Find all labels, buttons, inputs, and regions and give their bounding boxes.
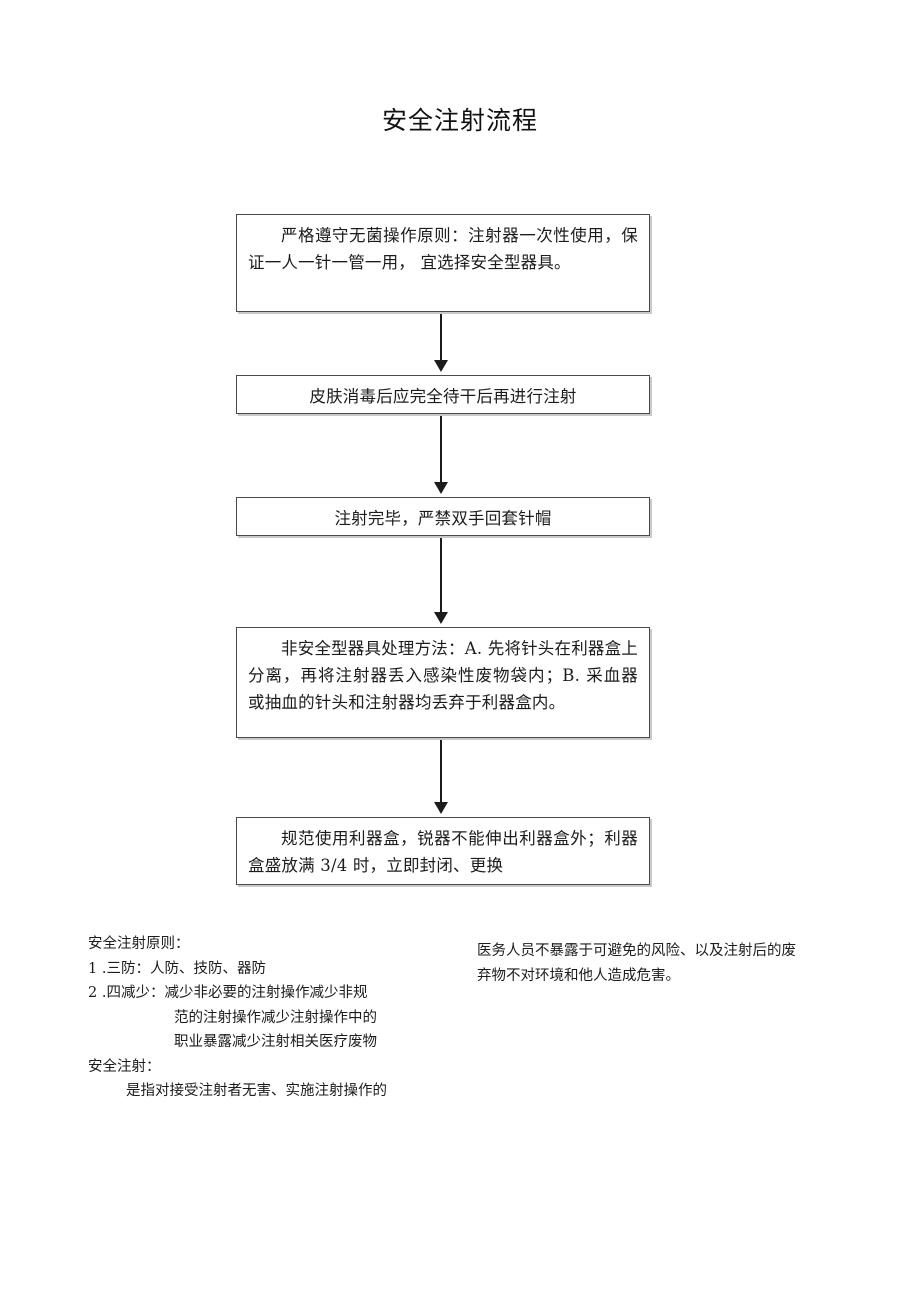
notes-principles-heading: 安全注射原则：: [88, 936, 190, 952]
flowchart-step-1-text: 严格遵守无菌操作原则：注射器一次性使用，保证一人一针一管一用， 宜选择安全型器具…: [248, 226, 638, 272]
page-title: 安全注射流程: [381, 106, 538, 135]
flow-arrow-2-to-3: [440, 416, 442, 483]
flow-arrow-3-to-4: [440, 538, 442, 613]
flowchart-step-2-text: 皮肤消毒后应完全待干后再进行注射: [309, 387, 577, 406]
flowchart-step-5: 规范使用利器盒，锐器不能伸出利器盒外；利器盒盛放满 3/4 时，立即封闭、更换: [236, 817, 650, 885]
footer-notes: 安全注射原则： 1 .三防：人防、技防、器防 2 .四减少：减少非必要的注射操作…: [0, 932, 920, 1132]
flowchart-step-2: 皮肤消毒后应完全待干后再进行注射: [236, 375, 650, 414]
notes-principle-item-2-continuation-1: 范的注射操作减少注射操作中的: [174, 1009, 377, 1026]
notes-right-column: 医务人员不暴露于可避免的风险、以及注射后的废弃物不对环境和他人造成危害。: [477, 939, 802, 988]
flowchart-step-3-text: 注射完毕，严禁双手回套针帽: [334, 509, 552, 528]
notes-principle-item-2-continuation-2: 职业暴露减少注射相关医疗废物: [174, 1034, 377, 1050]
notes-definition-continuation: 医务人员不暴露于可避免的风险、以及注射后的废弃物不对环境和他人造成危害。: [477, 943, 796, 984]
notes-principle-item-1: 1 .三防：人防、技防、器防: [88, 960, 266, 977]
notes-left-column: 安全注射原则： 1 .三防：人防、技防、器防 2 .四减少：减少非必要的注射操作…: [88, 932, 438, 1104]
notes-principle-item-2: 2 .四减少：减少非必要的注射操作减少非规: [88, 985, 368, 1001]
flowchart-step-5-text: 规范使用利器盒，锐器不能伸出利器盒外；利器盒盛放满 3/4 时，立即封闭、更换: [248, 829, 638, 875]
flowchart-step-4-text: 非安全型器具处理方法：A. 先将针头在利器盒上分离，再将注射器丢入感染性废物袋内…: [248, 639, 639, 712]
flowchart-step-4: 非安全型器具处理方法：A. 先将针头在利器盒上分离，再将注射器丢入感染性废物袋内…: [236, 627, 650, 738]
flow-arrow-4-to-5: [440, 740, 442, 803]
flowchart-step-3: 注射完毕，严禁双手回套针帽: [236, 497, 650, 536]
notes-definition-line: 是指对接受注射者无害、实施注射操作的: [126, 1083, 387, 1099]
flow-arrow-1-to-2: [440, 314, 442, 361]
flowchart-step-1: 严格遵守无菌操作原则：注射器一次性使用，保证一人一针一管一用， 宜选择安全型器具…: [236, 214, 650, 312]
notes-definition-heading: 安全注射：: [88, 1058, 161, 1075]
